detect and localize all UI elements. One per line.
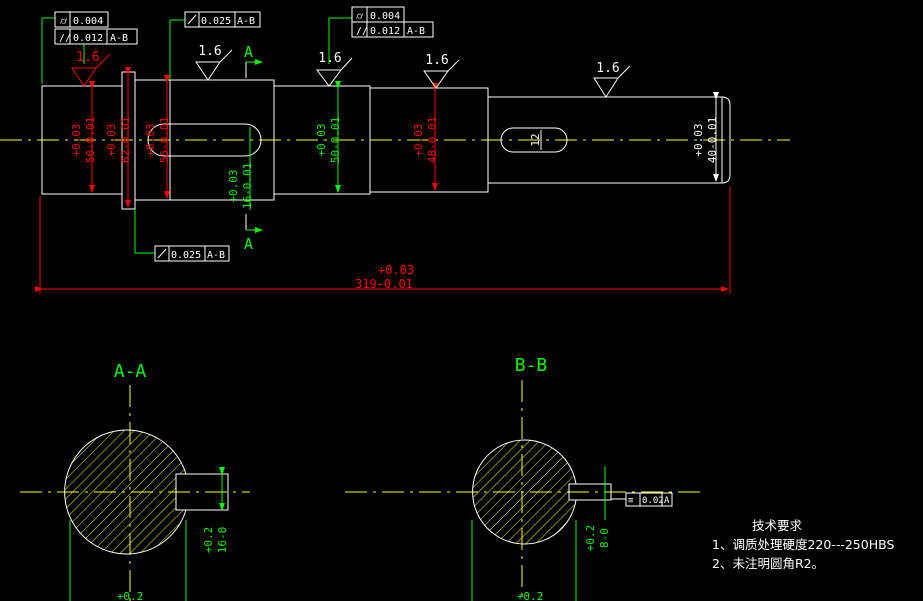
svg-text:0.012: 0.012 xyxy=(73,33,103,44)
svg-text:0.012: 0.012 xyxy=(370,26,400,37)
dim-text-d7: +0.03 40-0.01 xyxy=(692,117,719,163)
dim-text-d1: +0.03 50-0.01 xyxy=(70,117,97,163)
section-marker-top: A xyxy=(244,43,263,78)
svg-text:0.004: 0.004 xyxy=(370,11,400,22)
section-aa-bottom-dim: +0.2 xyxy=(117,590,144,601)
roughness-symbol-1: 1.6 xyxy=(71,50,111,87)
svg-text://: // xyxy=(356,26,368,37)
svg-text:1.6: 1.6 xyxy=(198,44,221,59)
svg-text:+0.03: +0.03 xyxy=(227,169,240,202)
svg-text:+0.2: +0.2 xyxy=(584,525,597,552)
svg-text:48-0.01: 48-0.01 xyxy=(426,117,439,163)
svg-text:+0.03: +0.03 xyxy=(315,123,328,156)
svg-text:0.02: 0.02 xyxy=(642,496,664,506)
dim-overall-nominal: 319-0.01 xyxy=(355,277,413,291)
tolerance-frame-top-right: ⌭ 0.004 // 0.012 A-B xyxy=(328,6,434,64)
notes-item-1: 1、调质处理硬度220---250HBS xyxy=(712,537,895,552)
dim-text-d2: +0.03 62-0.01 xyxy=(105,117,132,163)
svg-text:+0.03: +0.03 xyxy=(412,123,425,156)
dim-text-d5: +0.03 50-0.01 xyxy=(315,117,342,163)
tolerance-frame-top-middle: 0.025 A-B xyxy=(169,11,261,80)
svg-text:⌭: ⌭ xyxy=(60,16,68,27)
svg-text:⌭: ⌭ xyxy=(356,11,364,22)
dim-text-d6: +0.03 48-0.01 xyxy=(412,117,439,163)
keyway-slot-left xyxy=(147,123,262,157)
svg-text:16-0.01: 16-0.01 xyxy=(241,163,254,209)
svg-text:A-B: A-B xyxy=(237,16,255,27)
svg-text:A-B: A-B xyxy=(110,33,128,44)
notes-title: 技术要求 xyxy=(752,518,803,533)
dim-overall-upper: +0.03 xyxy=(378,263,414,277)
roughness-symbol-3: 1.6 xyxy=(316,51,353,87)
tolerance-frame-bottom-left: 0.025 A-B xyxy=(134,209,230,262)
svg-text:55-0.01: 55-0.01 xyxy=(158,117,171,163)
section-bb-bottom-dim: +0.2 xyxy=(517,590,544,601)
dim-text-d3: +0.03 55-0.01 xyxy=(144,117,171,163)
svg-text:1.6: 1.6 xyxy=(425,53,448,68)
section-aa: A-A +0.2 16-0 +0.2 xyxy=(20,361,250,601)
roughness-symbol-5: 1.6 xyxy=(593,61,631,98)
shaft-segment-end xyxy=(487,96,731,184)
svg-text://: // xyxy=(59,33,71,44)
svg-text:+0.2: +0.2 xyxy=(202,527,215,554)
dim-text-key: 12 xyxy=(529,133,542,146)
roughness-symbol-2: 1.6 xyxy=(195,44,233,81)
svg-text:A: A xyxy=(244,235,253,253)
section-bb-title: B-B xyxy=(515,355,548,376)
svg-text:+0.03: +0.03 xyxy=(70,123,83,156)
svg-text:A-B: A-B xyxy=(207,250,225,261)
svg-text:+0.03: +0.03 xyxy=(692,123,705,156)
svg-text:40-0.01: 40-0.01 xyxy=(706,117,719,163)
svg-text:+0.03: +0.03 xyxy=(144,123,157,156)
svg-text:0.004: 0.004 xyxy=(73,16,103,27)
svg-text:16-0: 16-0 xyxy=(216,527,229,554)
svg-text:≡: ≡ xyxy=(628,496,634,506)
svg-text:0.025: 0.025 xyxy=(171,250,201,261)
svg-text:12: 12 xyxy=(529,133,542,146)
svg-text:0.025: 0.025 xyxy=(201,16,231,27)
svg-text:62-0.01: 62-0.01 xyxy=(119,117,132,163)
svg-text:1.6: 1.6 xyxy=(596,61,619,76)
dim-text-d4: +0.03 16-0.01 xyxy=(227,163,254,209)
notes-item-2: 2、未注明圆角R2。 xyxy=(712,556,825,571)
section-bb: B-B +0.2 8-0 ≡ 0.02 A +0.2 xyxy=(345,355,705,601)
section-aa-title: A-A xyxy=(114,361,147,382)
section-bb-dim: +0.2 8-0 xyxy=(584,525,611,552)
svg-text:+0.03: +0.03 xyxy=(105,123,118,156)
svg-text:A: A xyxy=(244,43,253,61)
svg-text:1.6: 1.6 xyxy=(318,51,341,66)
svg-text:50-0.01: 50-0.01 xyxy=(84,117,97,163)
technical-requirements: 技术要求 1、调质处理硬度220---250HBS 2、未注明圆角R2。 xyxy=(712,516,894,573)
roughness-symbol-4: 1.6 xyxy=(423,53,460,89)
section-bb-hatch xyxy=(472,439,577,545)
shaft-main-view: +0.03 50-0.01 +0.03 62-0.01 +0.03 55-0.0… xyxy=(0,6,790,294)
svg-text:1.6: 1.6 xyxy=(76,50,99,65)
svg-text:A: A xyxy=(664,496,670,506)
section-marker-bottom: A xyxy=(244,214,263,253)
section-aa-hatch xyxy=(64,429,187,555)
svg-text:8-0: 8-0 xyxy=(598,528,611,548)
tolerance-frame-keyway-b: ≡ 0.02 A xyxy=(625,492,673,507)
svg-text:A-B: A-B xyxy=(407,26,425,37)
tolerance-frame-top-left: ⌭ 0.004 // 0.012 A-B xyxy=(41,11,138,84)
section-aa-dim: +0.2 16-0 xyxy=(202,527,229,554)
svg-text:50-0.01: 50-0.01 xyxy=(329,117,342,163)
keyway-slot-right xyxy=(500,127,568,153)
